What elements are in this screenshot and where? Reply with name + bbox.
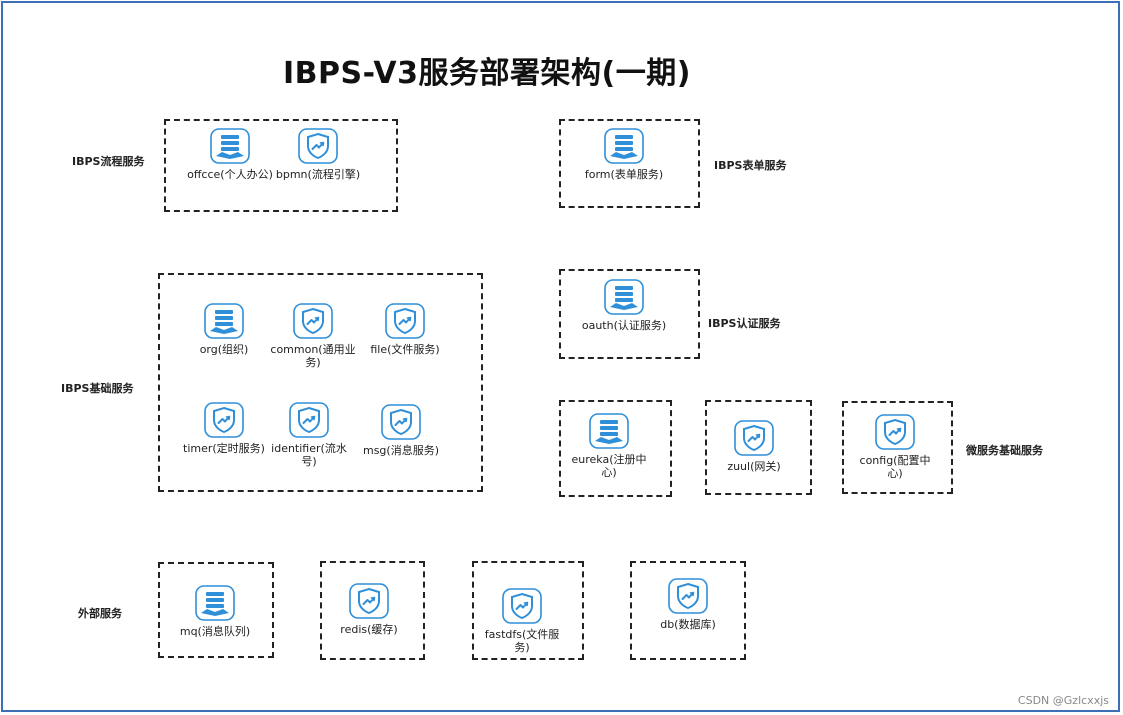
shield-icon [298,128,338,164]
group-label-auth: IBPS认证服务 [708,317,781,330]
shield-icon [204,402,244,438]
diagram-title: IBPS-V3服务部署架构(一期) [283,56,691,91]
group-label-base: IBPS基础服务 [61,382,134,395]
service-mq[interactable]: mq(消息队列) [172,585,258,638]
service-common[interactable]: common(通用业务) [270,303,356,369]
shield-icon [349,583,389,619]
group-micro-eureka [559,400,672,497]
group-external-fastdfs [472,561,584,660]
shield-icon [293,303,333,339]
service-label: bpmn(流程引擎) [275,168,361,181]
service-identifier[interactable]: identifier(流水号) [266,402,352,468]
service-file[interactable]: file(文件服务) [362,303,448,356]
shield-icon [385,303,425,339]
service-label: timer(定时服务) [183,442,265,455]
service-label: zuul(网关) [727,460,781,473]
service-db[interactable]: db(数据库) [645,578,731,631]
server-icon [589,413,629,449]
shield-icon [875,414,915,450]
service-label: fastdfs(文件服务) [484,628,560,654]
group-label-micro: 微服务基础服务 [966,444,1043,457]
service-label: eureka(注册中心) [571,453,647,479]
service-fastdfs[interactable]: fastdfs(文件服务) [479,588,565,654]
service-label: mq(消息队列) [179,625,251,638]
group-micro-zuul [705,400,812,495]
service-redis[interactable]: redis(缓存) [326,583,412,636]
service-oauth[interactable]: oauth(认证服务) [581,279,667,332]
service-offcce[interactable]: offcce(个人办公) [187,128,273,181]
service-label: form(表单服务) [584,168,664,181]
server-icon [204,303,244,339]
service-label: msg(消息服务) [362,444,439,457]
service-label: org(组织) [199,343,249,356]
service-label: db(数据库) [660,618,716,631]
service-label: offcce(个人办公) [187,168,273,181]
shield-icon [289,402,329,438]
service-bpmn[interactable]: bpmn(流程引擎) [275,128,361,181]
shield-icon [734,420,774,456]
group-label-form: IBPS表单服务 [714,159,787,172]
service-timer[interactable]: timer(定时服务) [181,402,267,455]
group-external-redis [320,561,425,660]
shield-icon [381,404,421,440]
group-form [559,119,700,208]
group-auth [559,269,700,359]
server-icon [195,585,235,621]
group-external-mq [158,562,274,658]
service-form[interactable]: form(表单服务) [581,128,667,181]
service-label: redis(缓存) [340,623,398,636]
service-zuul[interactable]: zuul(网关) [711,420,797,473]
server-icon [210,128,250,164]
service-eureka[interactable]: eureka(注册中心) [566,413,652,479]
service-config[interactable]: config(配置中心) [852,414,938,480]
shield-icon [668,578,708,614]
service-label: config(配置中心) [859,454,931,480]
service-org[interactable]: org(组织) [181,303,267,356]
server-icon [604,128,644,164]
group-base [158,273,483,492]
group-label-process: IBPS流程服务 [72,155,145,168]
watermark: CSDN @Gzlcxxjs [1017,694,1109,707]
group-label-external: 外部服务 [78,607,122,620]
service-label: file(文件服务) [370,343,440,356]
service-label: identifier(流水号) [271,442,347,468]
group-process [164,119,398,212]
group-external-db [630,561,746,660]
service-label: common(通用业务) [270,343,356,369]
shield-icon [502,588,542,624]
group-micro-config [842,401,953,494]
service-label: oauth(认证服务) [581,319,667,332]
server-icon [604,279,644,315]
service-msg[interactable]: msg(消息服务) [358,404,444,457]
